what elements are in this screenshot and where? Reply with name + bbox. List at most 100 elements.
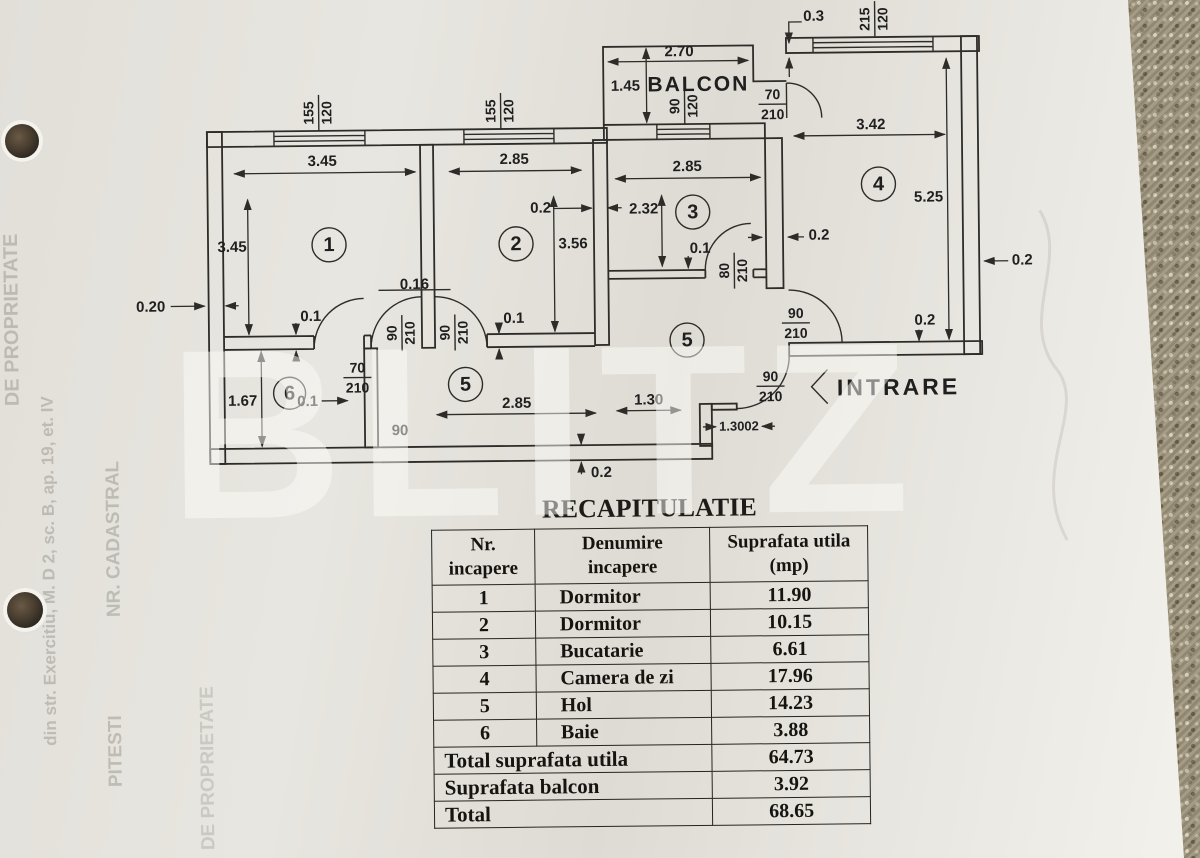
col-header-nr: Nr. incapere (431, 529, 535, 586)
window-size-label: 90 (666, 98, 682, 114)
cell-area: 14.23 (711, 688, 870, 718)
table-header-row: Nr. incapere Denumire incapere Suprafata… (431, 525, 869, 586)
door-size-label: 80 (716, 263, 732, 279)
door-size-label: 90 (788, 305, 804, 321)
total-label: Total suprafata utila (433, 744, 713, 775)
dim-label: 1.30 (634, 391, 663, 408)
room-number: 5 (681, 329, 692, 351)
room-number: 3 (687, 201, 698, 223)
dim-label: 2.85 (673, 158, 702, 175)
dim-label: 2.32 (629, 200, 658, 217)
cell-nr: 4 (432, 665, 537, 694)
dim-label: 1.45 (611, 78, 640, 95)
dim-label: 0.2 (914, 311, 935, 328)
cell-area: 17.96 (711, 661, 870, 691)
dim-label: 0.2 (808, 227, 829, 244)
room-number: 5 (460, 374, 471, 396)
dim-label: 5.25 (914, 188, 943, 205)
pencil-scribble (1038, 209, 1069, 541)
total-row: Total 68.65 (434, 796, 871, 829)
col-header-line: Denumire (581, 532, 663, 555)
cell-nr: 5 (433, 692, 537, 721)
recap-table: Nr. incapere Denumire incapere Suprafata… (431, 525, 871, 829)
dimension-labels: 3.45 3.45 2.85 3.56 0.2 2.85 2.32 0.1 2.… (136, 8, 1033, 481)
dim-label: 0.1 (300, 308, 321, 325)
room-number: 1 (323, 234, 334, 256)
col-header-line: incapere (587, 556, 658, 579)
door-size-label: 210 (761, 106, 785, 122)
door-arcs (313, 82, 843, 410)
dim-label: 3.45 (217, 239, 246, 256)
door-size-label: 90 (384, 325, 400, 341)
door-size-label: 90 (763, 368, 779, 384)
recap-title: RECAPITULATIE (541, 492, 757, 524)
balcony-label: BALCON (647, 72, 749, 96)
entrance-arrow-icon (810, 369, 829, 405)
col-header-line: Suprafata utila (727, 530, 851, 553)
window-size-label: 215 (856, 7, 872, 31)
col-header-line: (mp) (769, 554, 809, 577)
dim-label: 2.70 (664, 43, 693, 60)
window-size-label: 120 (684, 94, 700, 118)
cell-nr: 1 (432, 584, 536, 613)
room-numbers: 1 2 3 4 5 5 6 (272, 166, 897, 410)
total-label: Suprafata balcon (434, 771, 713, 802)
window-size-labels: 155 120 155 120 90 120 215 120 (300, 7, 890, 125)
cell-nr: 3 (432, 638, 536, 667)
dim-label: 3.56 (558, 235, 587, 252)
dim-label: 0.1 (297, 393, 318, 410)
door-size-label: 210 (455, 320, 471, 344)
col-header-line: incapere (448, 557, 519, 580)
room-number: 2 (510, 233, 521, 255)
cell-area: 6.61 (711, 634, 869, 664)
door-size-label: 210 (346, 379, 370, 395)
punch-hole (5, 124, 39, 158)
window-size-label: 155 (482, 99, 498, 123)
windows (273, 1, 934, 147)
dim-label: 3.42 (856, 116, 885, 133)
room-number: 6 (284, 382, 295, 404)
cell-name: Bucatarie (535, 636, 712, 666)
dim-label: 3.45 (307, 153, 336, 170)
cell-name: Baie (536, 717, 713, 747)
total-value: 68.65 (712, 796, 871, 826)
dim-label: 0.20 (136, 299, 165, 316)
dim-label: 0.2 (530, 200, 551, 217)
cell-nr: 2 (432, 611, 536, 640)
col-header-line: Nr. (470, 534, 496, 556)
door-size-label: 70 (349, 359, 365, 375)
entrance: INTRARE (810, 369, 960, 405)
dim-label: 2.85 (502, 395, 531, 412)
entrance-label: INTRARE (837, 373, 960, 400)
door-size-label: 210 (402, 321, 418, 345)
cell-name: Dormitor (535, 609, 712, 639)
dim-label: 0.3 (803, 8, 824, 25)
dim-label: 0.16 (400, 276, 429, 293)
cell-name: Hol (536, 690, 712, 720)
dim-label: 0.1 (690, 240, 711, 257)
window-size-label: 120 (318, 101, 334, 125)
cell-name: Camera de zi (535, 663, 712, 693)
cell-area: 10.15 (710, 607, 869, 637)
dimension-lines (170, 21, 1009, 475)
door-size-labels: 70 210 70 210 90 210 90 210 80 210 90 (343, 86, 810, 404)
dim-label: 90 (392, 422, 409, 439)
dim-label: 2.85 (499, 151, 528, 168)
door-size-label: 210 (784, 325, 808, 341)
room-number: 4 (873, 173, 885, 195)
door-size-label: 210 (734, 259, 750, 283)
cell-name: Dormitor (534, 582, 711, 612)
total-label: Total (434, 798, 714, 829)
total-value: 64.73 (712, 742, 871, 772)
total-value: 3.92 (712, 769, 871, 799)
window-size-label: 120 (500, 99, 516, 123)
dim-label: 1.3002 (719, 418, 759, 433)
door-size-label: 210 (759, 388, 783, 404)
window-size-label: 155 (300, 101, 316, 125)
window-size-label: 120 (874, 7, 890, 31)
dim-label: 0.2 (591, 464, 612, 481)
